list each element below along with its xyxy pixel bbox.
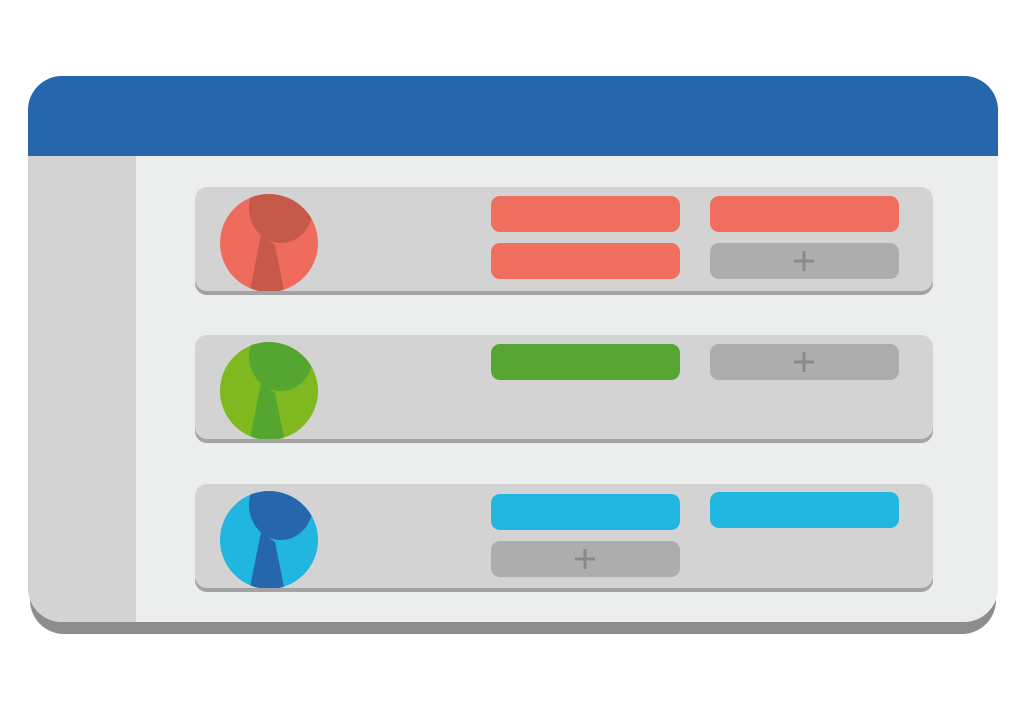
add-tag-button[interactable] (710, 243, 899, 279)
tag[interactable] (710, 492, 899, 528)
plus-icon (794, 251, 814, 271)
add-tag-button[interactable] (491, 541, 680, 577)
add-tag-button[interactable] (710, 344, 899, 380)
user-card (195, 335, 933, 439)
avatar-figure (249, 342, 313, 439)
tag[interactable] (491, 243, 680, 279)
avatar (219, 187, 321, 291)
user-icon (220, 491, 318, 588)
user-card (195, 187, 933, 291)
app-window (28, 76, 998, 622)
tag[interactable] (491, 494, 680, 530)
tag[interactable] (491, 196, 680, 232)
plus-icon (575, 549, 595, 569)
sidebar (28, 156, 136, 622)
avatar-figure (249, 491, 313, 588)
tag[interactable] (491, 344, 680, 380)
plus-icon (794, 352, 814, 372)
title-bar (28, 76, 998, 156)
user-icon (220, 194, 318, 291)
tag[interactable] (710, 196, 899, 232)
avatar-figure (249, 194, 313, 291)
user-icon (220, 342, 318, 439)
user-card (195, 484, 933, 588)
avatar (219, 484, 321, 588)
avatar (219, 335, 321, 439)
